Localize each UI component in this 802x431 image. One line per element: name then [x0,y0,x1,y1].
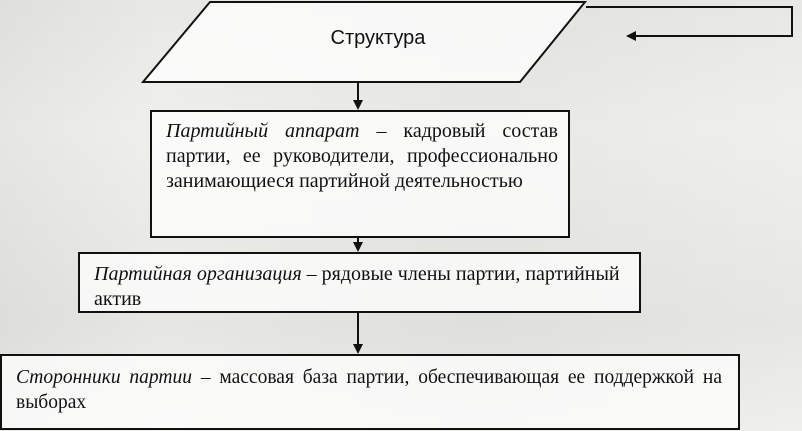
party-supporters-description: – массовая база партии, обеспечивающая е… [16,367,722,413]
party-organization-box: Партийная организация – рядовые члены па… [78,252,641,313]
structure-label: Структура [330,27,426,49]
party-organization-description: – рядовые члены партии, партийный актив [94,263,620,311]
party-supporters-box: Сторонники партии – массовая база партии… [0,354,740,430]
structure-parallelogram [140,1,588,83]
party-apparatus-description: – кадровый состав партии, ее руководител… [166,120,558,193]
party-apparatus-box: Партийный аппарат – кадровый состав парт… [150,110,570,238]
party-organization-term: Партийная организация [94,263,302,285]
party-supporters-term: Сторонники партии [16,367,192,388]
loop-connector [586,6,793,41]
party-apparatus-term: Партийный аппарат [166,120,360,142]
